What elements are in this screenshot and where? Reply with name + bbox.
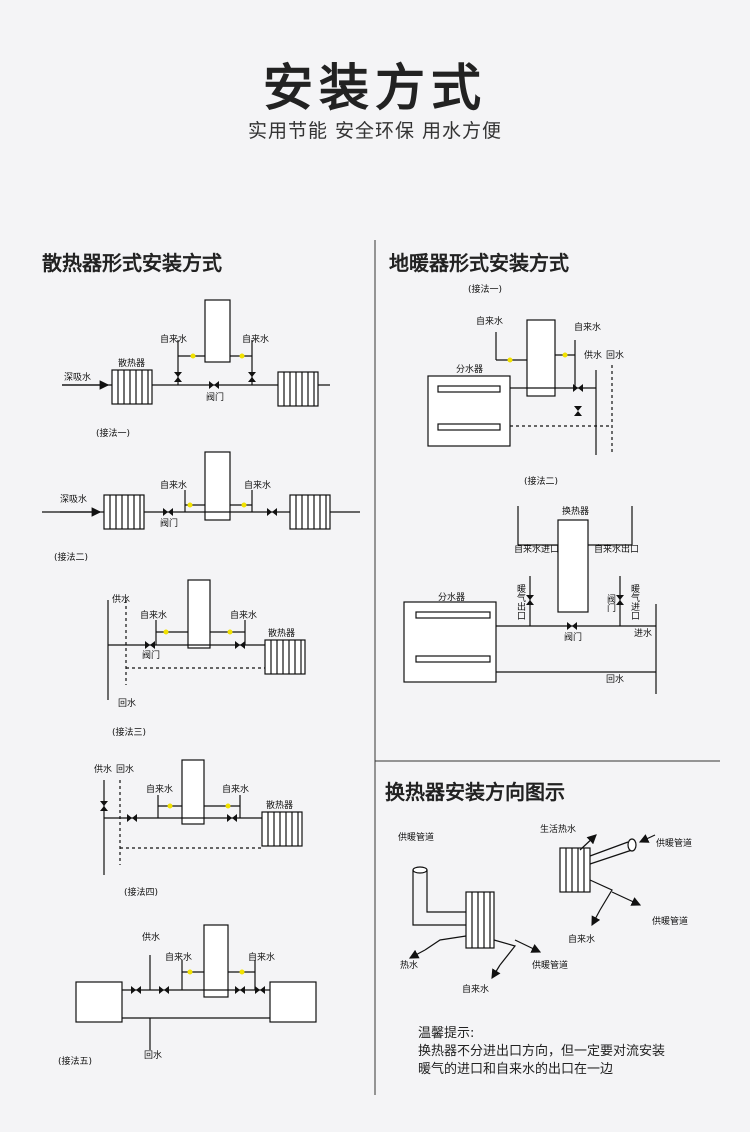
label-supply: 供水 (94, 763, 112, 775)
tap-water-dot (239, 969, 245, 975)
direction-right-diagram (559, 834, 656, 927)
tap-water-dot (241, 502, 247, 508)
label-manifold: 分水器 (438, 591, 465, 603)
label-manifold: 分水器 (456, 363, 483, 375)
label-heat-out: 暖气出口 (515, 583, 526, 620)
notice-line-2: 暖气的进口和自来水的出口在一边 (418, 1062, 614, 1077)
label-supply-pipe: 供暖管道 (532, 959, 568, 971)
label-valve: 阀门 (605, 594, 616, 613)
label-return: 回水 (118, 697, 136, 709)
method-1-diagram (62, 299, 330, 390)
label-deep-suction: 深吸水 (64, 371, 91, 383)
notice-line-1: 换热器不分进出口方向，但一定要对流安装 (418, 1044, 666, 1059)
method-label: (接法三) (112, 726, 146, 738)
label-supply-pipe: 供暖管道 (656, 837, 692, 849)
label-tap-water: 自来水 (165, 951, 192, 963)
direction-left-diagram (408, 866, 542, 980)
notice-title: 温馨提示: (418, 1026, 475, 1041)
tap-water-dot (239, 353, 245, 359)
tap-water-dot (225, 803, 231, 809)
tap-water-dot (187, 502, 193, 508)
label-radiator: 散热器 (118, 357, 145, 369)
tap-water-dot (227, 629, 233, 635)
label-supply-pipe: 供暖管道 (398, 831, 434, 843)
method-3-diagram (107, 579, 265, 700)
method-label: (接法一) (468, 283, 502, 295)
label-supply-pipe: 供暖管道 (652, 915, 688, 927)
tap-water-dot (562, 352, 568, 358)
label-tap-water: 自来水 (462, 983, 489, 995)
label-tap-water: 自来水 (222, 783, 249, 795)
label-tap-out: 自来水出口 (594, 543, 639, 555)
tap-water-dot (187, 969, 193, 975)
page-title: 安装方式 (263, 59, 487, 117)
method-label: (接法一) (96, 427, 130, 439)
label-tap-water: 自来水 (476, 315, 503, 327)
radiator-section-title: 散热器形式安装方式 (42, 251, 222, 275)
label-valve: 阀门 (564, 631, 582, 643)
label-tap-water: 自来水 (160, 479, 187, 491)
label-radiator: 散热器 (266, 799, 293, 811)
label-return: 回水 (606, 673, 624, 685)
floor-method-1-diagram (427, 319, 613, 455)
label-tap-water: 自来水 (244, 479, 271, 491)
label-heat-in: 暖气进口 (629, 583, 640, 620)
page-subtitle: 实用节能 安全环保 用水方便 (247, 120, 503, 142)
label-return: 回水 (116, 763, 134, 775)
label-tap-water: 自来水 (248, 951, 275, 963)
label-supply: 供水 (142, 931, 160, 943)
label-valve: 阀门 (160, 517, 178, 529)
label-tap-water: 自来水 (160, 333, 187, 345)
label-deep-suction: 深吸水 (60, 493, 87, 505)
label-hot-water: 热水 (400, 959, 418, 971)
label-tap-water: 自来水 (568, 933, 595, 945)
direction-section-title: 换热器安装方向图示 (385, 780, 565, 804)
label-radiator: 散热器 (268, 627, 295, 639)
label-tap-in: 自来水进口 (514, 543, 559, 555)
label-tap-water: 自来水 (574, 321, 601, 333)
tap-water-dot (190, 353, 196, 359)
label-tap-water: 自来水 (230, 609, 257, 621)
method-2-diagram (42, 451, 360, 521)
label-valve: 阀门 (142, 649, 160, 661)
label-domestic-hot: 生活热水 (540, 823, 576, 835)
tap-water-dot (163, 629, 169, 635)
label-heat-exchanger: 换热器 (562, 505, 589, 517)
method-label: (接法二) (54, 551, 88, 563)
label-tap-water: 自来水 (146, 783, 173, 795)
label-supply: 供水 (584, 349, 602, 361)
method-label: (接法四) (124, 886, 158, 898)
method-5-diagram (112, 924, 275, 1050)
label-return: 回水 (144, 1049, 162, 1061)
label-valve: 阀门 (206, 391, 224, 403)
label-tap-water: 自来水 (242, 333, 269, 345)
floor-section-title: 地暖器形式安装方式 (389, 251, 569, 275)
label-supply: 供水 (112, 593, 130, 605)
tap-water-dot (507, 357, 513, 363)
label-return: 回水 (606, 349, 624, 361)
label-tap-water: 自来水 (140, 609, 167, 621)
tap-water-dot (167, 803, 173, 809)
label-inlet: 进水 (634, 627, 652, 639)
floor-method-2-diagram (403, 506, 657, 694)
method-label: (接法二) (524, 475, 558, 487)
method-label: (接法五) (58, 1055, 92, 1067)
